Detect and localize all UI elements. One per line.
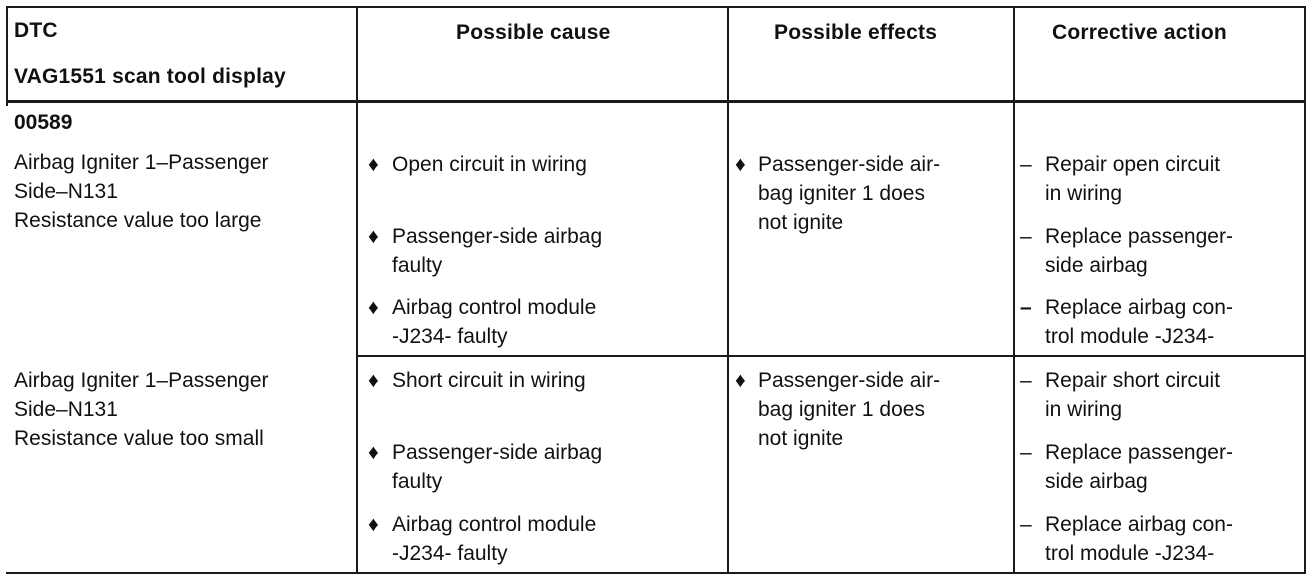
dtc-description-2: Airbag Igniter 1–Passenger Side–N131 Res…	[14, 369, 269, 450]
column-divider-1	[356, 6, 358, 574]
dash-icon: –	[1020, 513, 1032, 536]
dtc-description-1: Airbag Igniter 1–Passenger Side–N131 Res…	[14, 151, 269, 232]
effect-item: Passenger-side air- bag igniter 1 does n…	[758, 153, 941, 234]
diamond-bullet-icon: ♦	[368, 369, 379, 392]
action-item: Replace passenger- side airbag	[1045, 441, 1233, 493]
dash-icon: –	[1020, 225, 1032, 248]
cause-item: Airbag control module -J234- faulty	[392, 296, 597, 348]
header-scan-tool-display: VAG1551 scan tool display	[14, 65, 286, 88]
action-item: Replace passenger- side airbag	[1045, 225, 1233, 277]
diamond-bullet-icon: ♦	[368, 153, 379, 176]
dash-icon: –	[1020, 369, 1032, 392]
diamond-bullet-icon: ♦	[735, 369, 746, 392]
cause-item: Passenger-side airbag faulty	[392, 441, 603, 493]
header-dtc: DTC	[14, 19, 58, 42]
table-left-border	[6, 6, 8, 106]
action-item: Replace airbag con- trol module -J234-	[1045, 513, 1233, 565]
cause-item: Open circuit in wiring	[392, 153, 587, 176]
dash-icon: –	[1020, 296, 1032, 319]
action-item: Replace airbag con- trol module -J234-	[1045, 296, 1233, 348]
action-item: Repair short circuit in wiring	[1045, 369, 1221, 421]
header-possible-effects: Possible effects	[774, 21, 938, 44]
action-item: Repair open circuit in wiring	[1045, 153, 1221, 205]
dash-icon: –	[1020, 441, 1032, 464]
column-divider-2	[727, 6, 729, 574]
header-possible-cause: Possible cause	[456, 21, 611, 44]
table-right-border	[1304, 6, 1306, 574]
cause-item: Airbag control module -J234- faulty	[392, 513, 597, 565]
header-corrective-action: Corrective action	[1052, 21, 1227, 44]
diamond-bullet-icon: ♦	[368, 296, 379, 319]
dtc-code: 00589	[14, 111, 73, 134]
table-bottom-border	[6, 572, 1306, 574]
diamond-bullet-icon: ♦	[368, 513, 379, 536]
header-bottom-border	[6, 100, 1306, 103]
diamond-bullet-icon: ♦	[368, 441, 379, 464]
diamond-bullet-icon: ♦	[368, 225, 379, 248]
diamond-bullet-icon: ♦	[735, 153, 746, 176]
table-top-border	[6, 6, 1306, 8]
row-divider	[356, 355, 1306, 357]
column-divider-3	[1013, 6, 1015, 574]
dash-icon: –	[1020, 153, 1032, 176]
cause-item: Passenger-side airbag faulty	[392, 225, 603, 277]
effect-item: Passenger-side air- bag igniter 1 does n…	[758, 369, 941, 450]
cause-item: Short circuit in wiring	[392, 369, 586, 392]
